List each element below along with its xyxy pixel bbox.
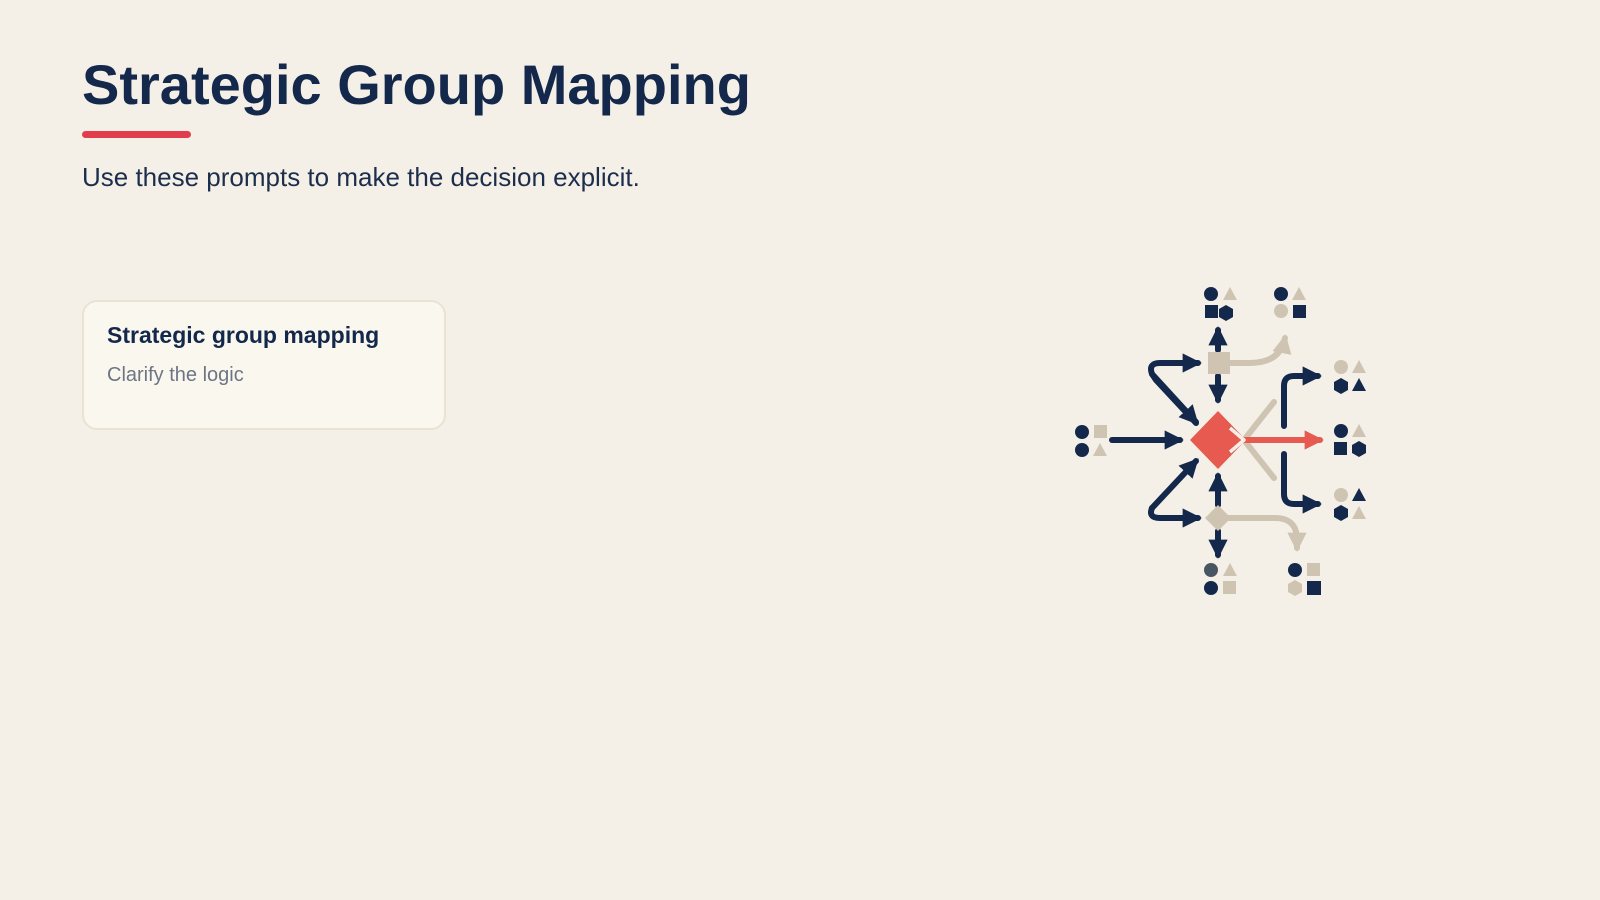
central-decision-node <box>1190 411 1324 469</box>
prompt-card-title: Strategic group mapping <box>107 322 380 348</box>
shape-cluster-bottom-right <box>1288 563 1321 596</box>
page-title: Strategic Group Mapping <box>82 53 751 116</box>
page-subtitle: Use these prompts to make the decision e… <box>82 162 640 192</box>
shape-cluster-top-right <box>1274 287 1306 318</box>
shape-cluster-bottom-left <box>1204 563 1237 595</box>
prompt-card: Strategic group mapping Clarify the logi… <box>82 300 446 430</box>
decision-flow-icon <box>1075 287 1366 596</box>
prompt-card-text: Clarify the logic <box>107 364 244 386</box>
title-underline <box>82 131 191 138</box>
shape-cluster-left <box>1075 425 1107 457</box>
shape-cluster-top-left <box>1204 287 1237 321</box>
navy-connectors <box>1109 326 1322 559</box>
beige-diamond-node <box>1205 505 1231 531</box>
shape-cluster-right-lower <box>1334 488 1366 521</box>
shape-cluster-right-middle <box>1334 424 1366 457</box>
beige-square-node <box>1208 352 1230 374</box>
shape-cluster-right-upper <box>1334 360 1366 394</box>
